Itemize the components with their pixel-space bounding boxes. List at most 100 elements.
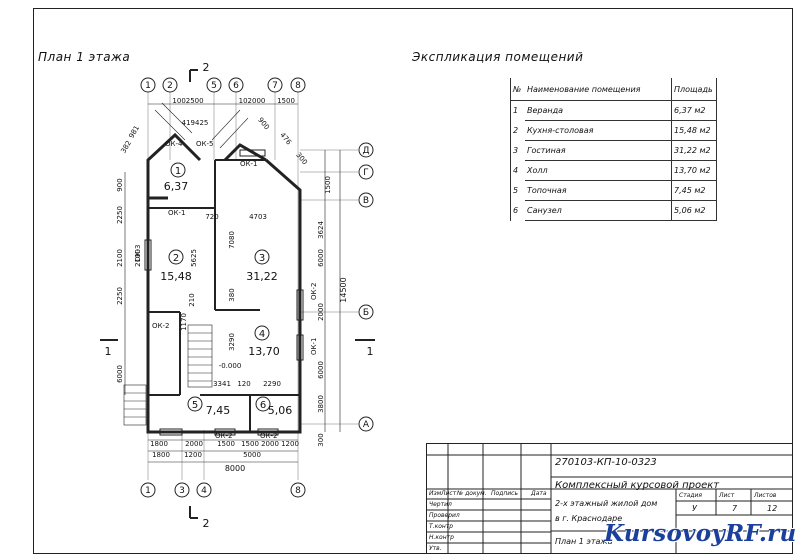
- row-name: Кухня-столовая: [525, 120, 672, 141]
- dim-text: 14500: [339, 277, 348, 302]
- dim-text: 6000: [317, 361, 325, 379]
- section-marks: [100, 69, 375, 519]
- window-marks: [144, 149, 304, 436]
- dim-text: 2000: [317, 303, 325, 321]
- stage-value: 7: [732, 504, 738, 513]
- room-area: 7,45: [206, 404, 231, 417]
- section-label: 2: [203, 517, 210, 530]
- dim-text: 120: [237, 380, 250, 388]
- row-area: 13,70 м2: [671, 160, 717, 181]
- stamp-head-col: Подпись: [491, 490, 518, 497]
- axis-label-top: 7: [272, 81, 278, 91]
- window-label: ОК-1: [168, 209, 185, 217]
- window-label: ОК-2: [152, 322, 169, 330]
- plan-title: План 1 этажа: [38, 50, 131, 64]
- section-label: 2: [203, 61, 210, 74]
- dim-text: 2250: [116, 287, 124, 305]
- axis-label-top: 2: [167, 81, 173, 91]
- row-area: 15,48 м2: [671, 120, 717, 141]
- dim-text: 3624: [317, 221, 325, 239]
- project-name: Комплексный курсовой проект: [555, 480, 720, 491]
- stamp-head-col: Дата: [531, 490, 547, 497]
- dim-text: 4703: [249, 213, 267, 221]
- window-label: ОК-2: [310, 283, 318, 300]
- section-label-left: 1: [105, 345, 112, 358]
- row-area: 31,22 м2: [671, 140, 717, 161]
- dim-text: 1002500: [172, 97, 203, 105]
- header-number: №: [510, 78, 525, 101]
- dim-text: 382: [119, 139, 133, 155]
- window-label: ОК-2: [215, 432, 232, 440]
- stamp-head-col: № докум.: [457, 490, 487, 497]
- row-number: 5: [513, 186, 519, 195]
- axis-label-top: 6: [233, 81, 239, 91]
- row-number: 6: [513, 206, 519, 215]
- axis-bubbles: [140, 77, 374, 498]
- document-code: 270103-КП-10-0323: [555, 457, 657, 468]
- axis-label-bottom: 8: [295, 486, 301, 496]
- room-number: 3: [259, 253, 265, 264]
- row-number: 3: [513, 146, 519, 155]
- dim-text: 2000: [261, 440, 279, 448]
- sheet-name: План 1 этажа: [555, 537, 613, 546]
- stage-label: Листов: [754, 492, 777, 499]
- explication-header-row: № Наименование помещения Площадь: [510, 78, 717, 101]
- dim-text: 2250: [116, 206, 124, 224]
- dim-text: 900: [116, 178, 124, 191]
- stage-value: 12: [767, 504, 778, 513]
- dim-text: 8000: [225, 464, 245, 473]
- window-label: ОК-2: [260, 432, 277, 440]
- interior-walls: [148, 159, 300, 432]
- building-name: 2-х этажный жилой дом: [555, 499, 658, 508]
- window-label: ОК-5: [196, 140, 213, 148]
- watermark-logo: KursovoyRF.ru: [604, 520, 797, 547]
- dim-text: 3800: [317, 395, 325, 413]
- room-area: 6,37: [164, 180, 189, 193]
- axis-label-right: А: [363, 420, 370, 430]
- dim-text: 1200: [281, 440, 299, 448]
- dim-text: 3341: [213, 380, 231, 388]
- stamp-head-col: Изм: [429, 490, 442, 497]
- dim-text: 1500: [241, 440, 259, 448]
- window-label: ОК-1: [240, 160, 257, 168]
- dim-text: 6000: [317, 249, 325, 267]
- row-number: 2: [513, 126, 519, 135]
- stage-value: У: [692, 504, 697, 513]
- dim-text: 981: [127, 124, 141, 140]
- room-number: 5: [192, 400, 198, 411]
- dim-text: 380: [228, 288, 236, 301]
- dim-text: 419425: [182, 119, 209, 127]
- stamp-role: Н.контр: [429, 534, 454, 541]
- axis-label-top: 5: [211, 81, 217, 91]
- dim-text: 7080: [228, 231, 236, 249]
- dim-text: 1200: [184, 451, 202, 459]
- dim-text: 900: [256, 116, 271, 131]
- stamp-role: Проверил: [429, 512, 460, 519]
- axis-label-right: Д: [362, 146, 369, 156]
- row-name: Холл: [525, 160, 672, 181]
- dim-text: 3290: [228, 333, 236, 351]
- row-name: Топочная: [525, 180, 672, 201]
- header-area: Площадь: [671, 78, 717, 101]
- window-label: ОК-4: [165, 140, 183, 148]
- dim-text: 1500: [277, 97, 295, 105]
- row-area: 7,45 м2: [671, 180, 717, 201]
- row-area: 5,06 м2: [671, 200, 717, 221]
- title-block-grid: [426, 443, 793, 554]
- dim-text: 1500: [324, 176, 332, 194]
- window-label: ОК-1: [310, 338, 318, 355]
- room-area: 13,70: [248, 345, 280, 358]
- axis-label-bottom: 3: [179, 486, 185, 496]
- dim-text: -0.000: [219, 362, 242, 370]
- row-name: Санузел: [525, 200, 672, 221]
- room-number: 4: [259, 329, 265, 340]
- row-name: Веранда: [525, 100, 672, 121]
- dimension-lines: [124, 103, 341, 463]
- dim-text: 300: [317, 433, 325, 446]
- header-name: Наименование помещения: [525, 78, 672, 101]
